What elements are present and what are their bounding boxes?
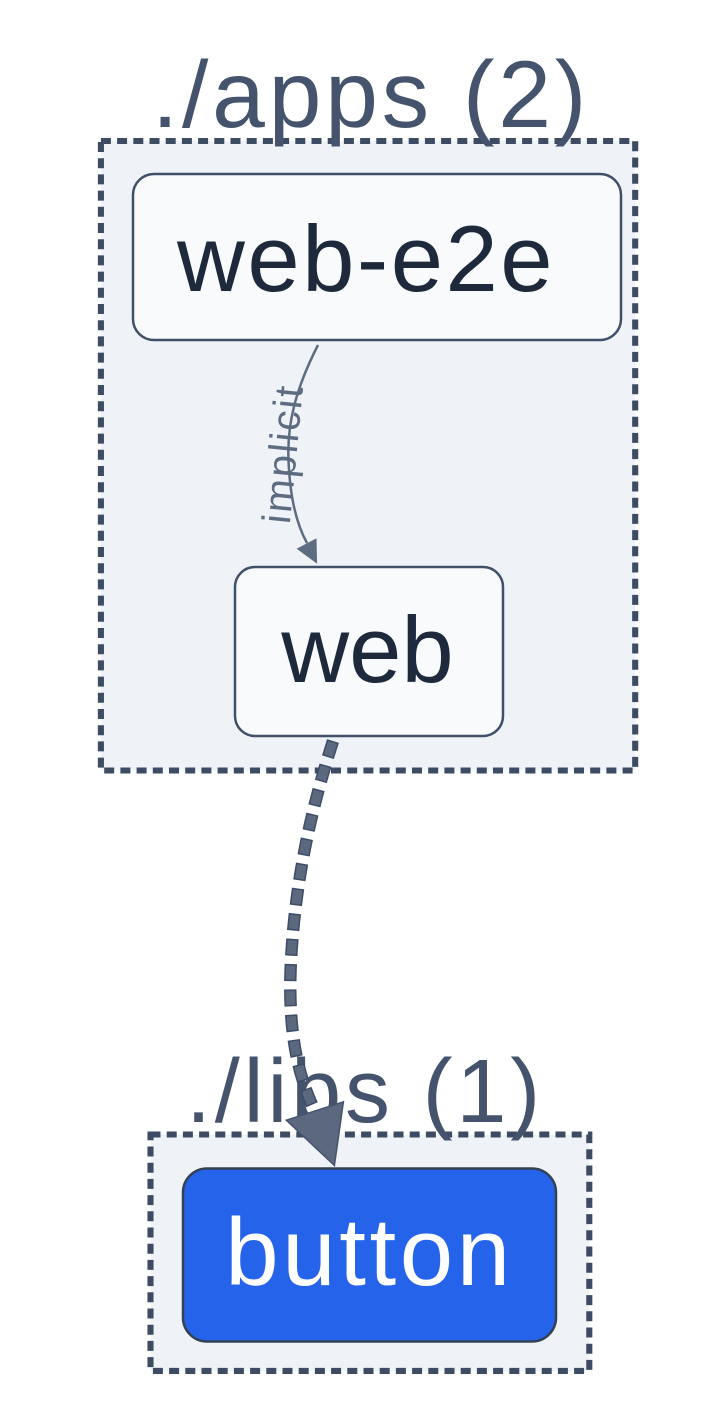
svg-text:./libs (1): ./libs (1) xyxy=(186,1042,544,1142)
svg-text:./apps (2): ./apps (2) xyxy=(152,42,590,148)
svg-text:web-e2e: web-e2e xyxy=(176,206,555,311)
svg-text:button: button xyxy=(225,1199,514,1306)
svg-text:web: web xyxy=(280,597,453,702)
